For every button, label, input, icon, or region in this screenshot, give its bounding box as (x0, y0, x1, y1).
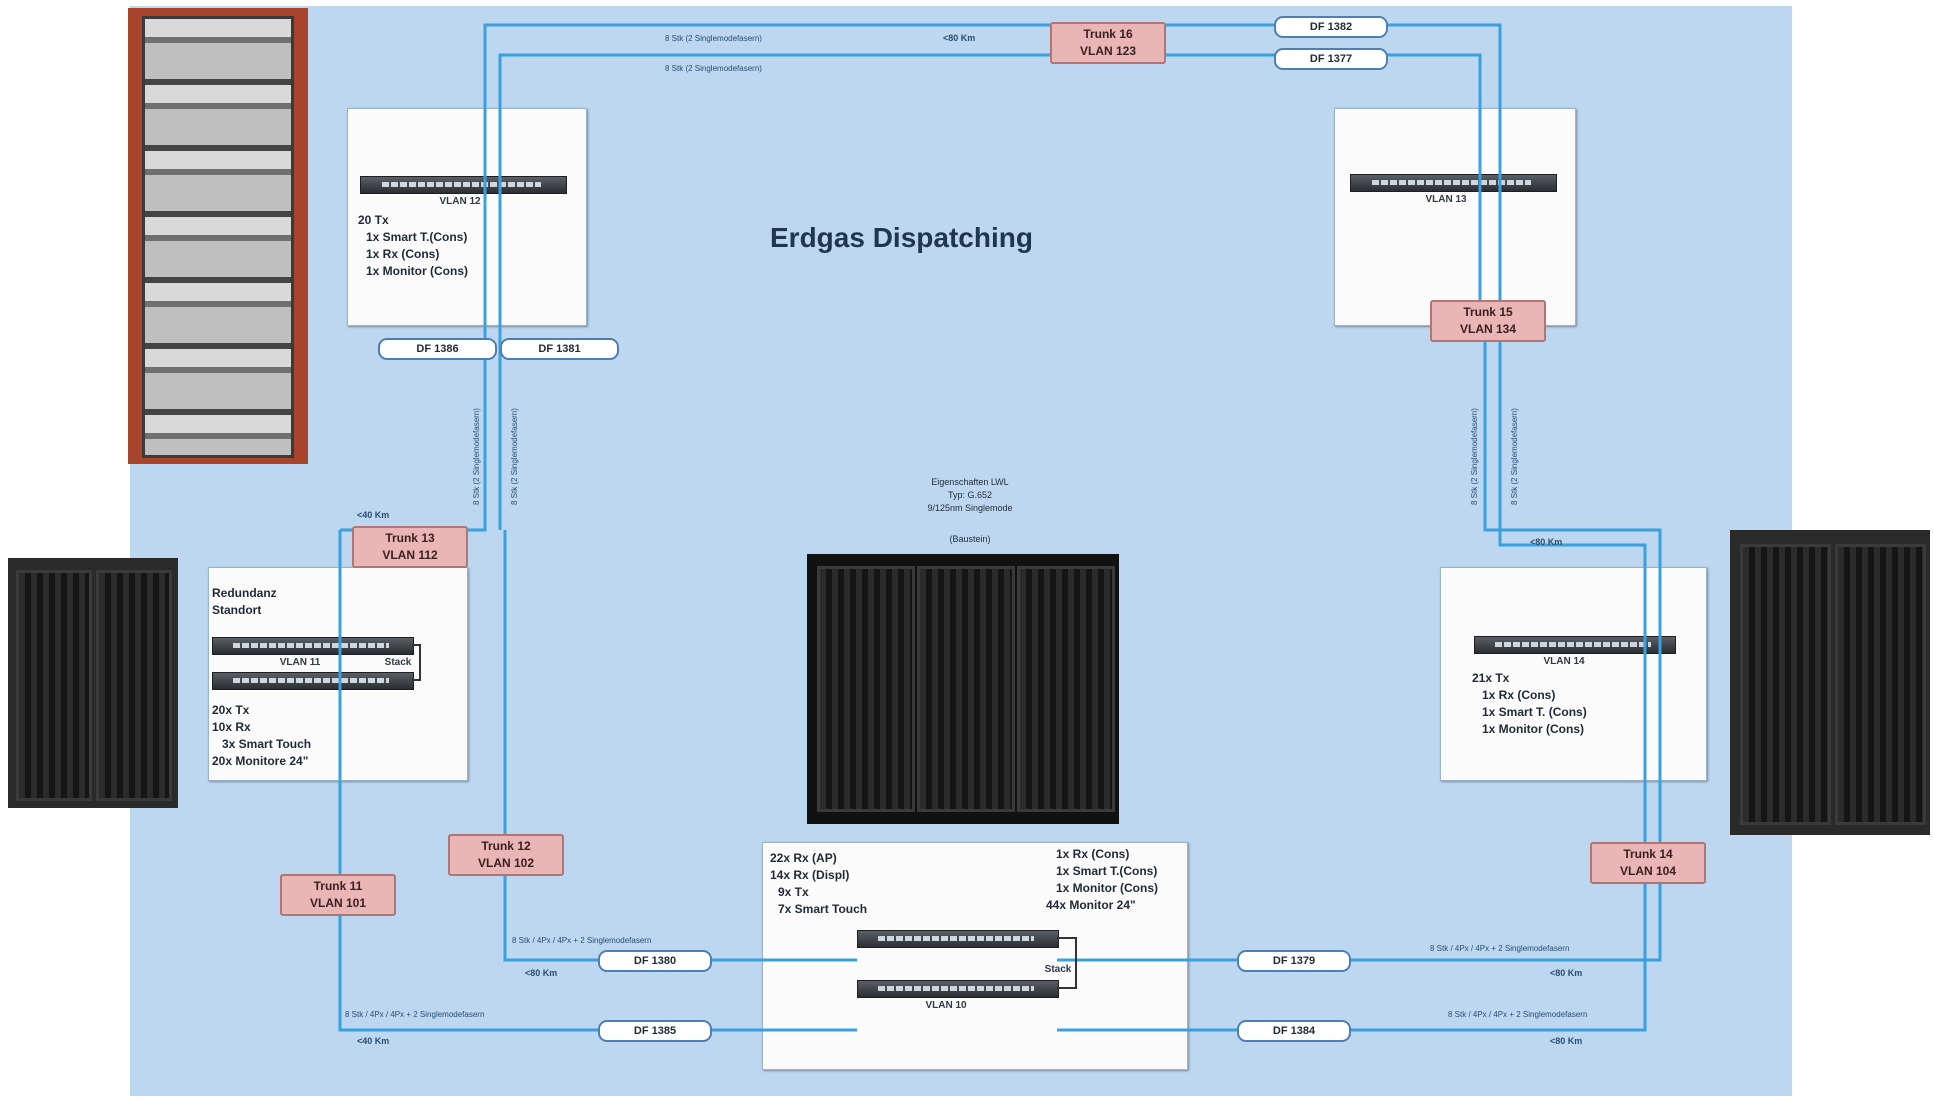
switch-vlan11-a (212, 637, 414, 655)
site-w-line-1: 20x Tx (212, 703, 250, 717)
switch-vlan11-b (212, 672, 414, 690)
site-c-left-2: 14x Rx (Displ) (770, 868, 850, 882)
stack-label-w: Stack (384, 657, 412, 668)
center-note-5: (Baustein) (949, 534, 991, 544)
site-e-line-2: 1x Rx (Cons) (1482, 688, 1556, 702)
site-w-line-2: 10x Rx (212, 720, 251, 734)
switch-vlan13 (1350, 174, 1557, 192)
site-c-left-4: 7x Smart Touch (778, 902, 868, 916)
distance-bl1: <80 Km (525, 968, 558, 978)
site-c-right-3: 1x Monitor (Cons) (1056, 881, 1158, 895)
site-w-line-3: 3x Smart Touch (222, 737, 312, 751)
switch-vlan12 (360, 176, 567, 194)
fiber-label-bl2: 8 Stk / 4Px / 4Px + 2 Singlemodefasern (345, 1010, 485, 1019)
vlan11-label: VLAN 11 (279, 657, 321, 668)
df-1379: DF 1379 (1237, 950, 1351, 972)
fiber-label-br1: 8 Stk / 4Px / 4Px + 2 Singlemodefasern (1430, 944, 1570, 953)
site-nw-line-1: 20 Tx (358, 213, 389, 227)
df-1384: DF 1384 (1237, 1020, 1351, 1042)
distance-east: <80 Km (1530, 537, 1563, 547)
center-note-2: Typ: G.652 (947, 490, 993, 500)
df-1382: DF 1382 (1274, 16, 1388, 38)
fiber-label-right2: 8 Stk (2 Singlemodefasern) (1510, 408, 1519, 505)
rack-photo-e (1730, 530, 1930, 835)
df-1377: DF 1377 (1274, 48, 1388, 70)
vlan14-label: VLAN 14 (1543, 656, 1585, 667)
site-e-line-4: 1x Monitor (Cons) (1482, 722, 1584, 736)
df-1380: DF 1380 (598, 950, 712, 972)
fiber-label-left1: 8 Stk (2 Singlemodefasern) (472, 408, 481, 505)
rack-photo-w (8, 558, 178, 808)
fiber-label-br2: 8 Stk / 4Px / 4Px + 2 Singlemodefasern (1448, 1010, 1588, 1019)
fiber-label-right1: 8 Stk (2 Singlemodefasern) (1470, 408, 1479, 505)
site-c-right-2: 1x Smart T.(Cons) (1056, 864, 1158, 878)
site-w-top-1: Redundanz (212, 586, 277, 600)
site-e-line-3: 1x Smart T. (Cons) (1482, 705, 1587, 719)
site-w-top-2: Standort (212, 603, 262, 617)
vlan12-label: VLAN 12 (439, 196, 481, 207)
site-w-line-4: 20x Monitore 24" (212, 754, 309, 768)
distance-bl2: <40 Km (357, 1036, 390, 1046)
page-title: Erdgas Dispatching (770, 222, 1033, 253)
rack-photo-nw (128, 8, 308, 464)
distance-west: <40 Km (357, 510, 390, 520)
fiber-label-top1: 8 Stk (2 Singlemodefasern) (665, 34, 762, 43)
df-1381: DF 1381 (500, 338, 619, 360)
rack-photo-center (807, 554, 1119, 824)
site-e-line-1: 21x Tx (1472, 671, 1510, 685)
center-note-3: 9/125nm Singlemode (927, 503, 1013, 513)
switch-vlan10-a (857, 930, 1059, 948)
site-nw-line-4: 1x Monitor (Cons) (366, 264, 468, 278)
fiber-label-top2: 8 Stk (2 Singlemodefasern) (665, 64, 762, 73)
switch-vlan14 (1474, 636, 1676, 654)
site-c-right-1: 1x Rx (Cons) (1056, 847, 1130, 861)
site-box-center (762, 842, 1188, 1070)
switch-vlan10-b (857, 980, 1059, 998)
distance-top: <80 Km (943, 33, 976, 43)
site-nw-line-2: 1x Smart T.(Cons) (366, 230, 468, 244)
df-1386: DF 1386 (378, 338, 497, 360)
site-c-right-4: 44x Monitor 24" (1046, 898, 1136, 912)
site-box-ne (1334, 108, 1576, 326)
distance-br1: <80 Km (1550, 968, 1583, 978)
vlan13-label: VLAN 13 (1425, 194, 1467, 205)
fiber-label-bl1: 8 Stk / 4Px / 4Px + 2 Singlemodefasern (512, 936, 652, 945)
distance-br2: <80 Km (1550, 1036, 1583, 1046)
df-1385: DF 1385 (598, 1020, 712, 1042)
center-note-1: Eigenschaften LWL (931, 477, 1009, 487)
vlan10-label: VLAN 10 (925, 1000, 967, 1011)
site-nw-line-3: 1x Rx (Cons) (366, 247, 440, 261)
fiber-label-left2: 8 Stk (2 Singlemodefasern) (510, 408, 519, 505)
stack-label-c: Stack (1044, 964, 1072, 975)
site-c-left-3: 9x Tx (778, 885, 809, 899)
site-c-left-1: 22x Rx (AP) (770, 851, 837, 865)
